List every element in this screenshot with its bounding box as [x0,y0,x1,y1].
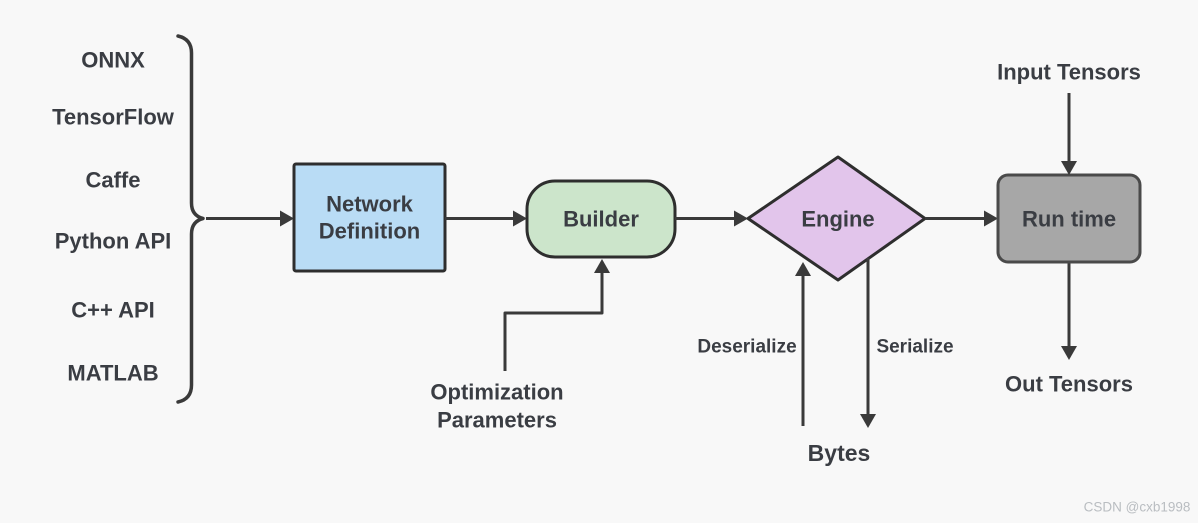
arrow-input-tensors-to-runtime [1061,93,1077,175]
arrow-head [280,210,294,227]
bytes-label: Bytes [808,440,871,466]
optimization-parameters-label-line1: Optimization [430,380,563,405]
arrow-head [734,210,748,227]
deserialize-label: Deserialize [697,337,796,358]
arrow-engine-to-runtime [925,210,998,227]
source-label-caffe: Caffe [85,168,140,193]
arrow-head [795,262,811,276]
network-definition-node [292,162,447,273]
source-label-python-api: Python API [55,229,172,254]
arrow-network-definition-to-builder [445,210,527,227]
out-tensors-label: Out Tensors [1005,372,1133,397]
runtime-label: Run time [1022,207,1116,232]
arrow-head [1061,346,1077,360]
arrow-head [860,414,876,428]
input-tensors-label: Input Tensors [997,60,1141,85]
source-label-matlab: MATLAB [67,361,158,386]
network-definition-label-line2: Definition [319,219,420,244]
source-label-tensorflow: TensorFlow [52,105,175,130]
arrow-engine-to-bytes-serialize [860,258,876,428]
optimization-parameters-label-line2: Parameters [437,408,557,433]
arrow-head [513,210,527,227]
serialize-label: Serialize [876,337,953,358]
arrow-head [1061,161,1077,175]
arrow-builder-to-engine [675,210,748,227]
arrow-shaft [503,273,604,371]
arrow-head [984,210,998,227]
arrow-deserialize-to-engine [795,262,811,426]
arrow-sources-to-network-definition [206,210,294,227]
arrow-runtime-to-out-tensors [1061,263,1077,360]
builder-label: Builder [563,207,639,232]
engine-label: Engine [801,207,874,232]
source-label-onnx: ONNX [81,48,145,73]
sources-brace [176,34,205,404]
arrow-optimization-parameters-to-builder [503,259,610,371]
source-label-cpp-api: C++ API [71,298,155,323]
arrow-head [594,259,610,273]
network-definition-label-line1: Network [326,192,414,217]
watermark-text: CSDN @cxb1998 [1084,500,1191,515]
